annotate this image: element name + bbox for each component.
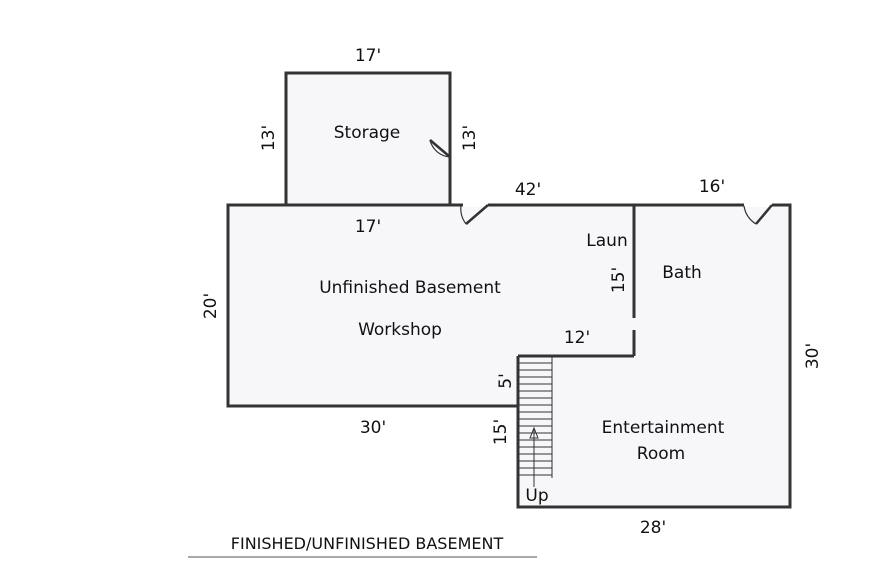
- dim-main-top: 42': [515, 180, 541, 200]
- workshop-door: [460, 203, 489, 225]
- bath-label: Bath: [662, 263, 702, 283]
- dim-basement-bottom: 30': [360, 418, 386, 438]
- dim-entertainment-bottom: 28': [640, 518, 666, 538]
- plan-title: FINISHED/UNFINISHED BASEMENT: [231, 534, 504, 553]
- dim-bath-top: 16': [699, 177, 725, 197]
- unfinished-basement-label: Unfinished Basement: [319, 278, 501, 298]
- bath-door: [743, 203, 773, 225]
- dim-storage-left: 13': [259, 125, 279, 151]
- dim-storage-right: 13': [460, 125, 480, 151]
- storage-label: Storage: [334, 123, 401, 143]
- laundry-label: Laun: [586, 231, 627, 251]
- dim-offset-wall: 12': [564, 328, 590, 348]
- main-basement-outline: [226, 203, 792, 509]
- dim-storage-top: 17': [355, 46, 381, 66]
- dim-laundry-wall: 15': [609, 267, 629, 293]
- dim-stair-lower: 15': [491, 419, 511, 445]
- workshop-label: Workshop: [358, 320, 442, 340]
- dim-right-wall: 30': [803, 343, 823, 369]
- stairs-up-label: Up: [525, 486, 548, 506]
- storage-room: [284, 71, 452, 207]
- stair-arrow-head: [529, 426, 539, 439]
- dim-stair-upper: 5': [496, 373, 516, 389]
- staircase: [518, 356, 553, 487]
- dim-storage-bottom: 17': [355, 217, 381, 237]
- entertainment-label-line1: Entertainment: [602, 418, 725, 438]
- dim-basement-left: 20': [201, 293, 221, 319]
- entertainment-label-line2: Room: [637, 444, 685, 464]
- storage-door: [429, 139, 451, 158]
